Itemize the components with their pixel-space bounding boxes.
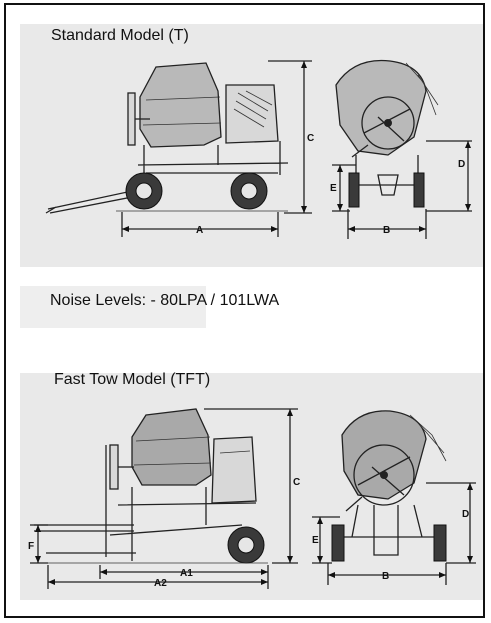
noise-scan <box>20 286 206 328</box>
dim-label-b: B <box>383 225 390 236</box>
fast-tow-engine-box <box>211 436 257 504</box>
dim-label-e: E <box>330 183 337 194</box>
dim-label-d: D <box>458 159 465 170</box>
dim-label-a2: A2 <box>154 578 167 589</box>
standard-end-left-wheel <box>348 172 360 208</box>
standard-side-view <box>45 60 312 237</box>
fast-tow-end-wheel-guard <box>353 444 415 506</box>
fast-tow-drum <box>131 408 212 486</box>
dim-label-a: A <box>196 225 203 236</box>
fast-tow-end-left-wheel <box>331 524 345 562</box>
standard-end-right-wheel <box>413 172 425 208</box>
dim-label-d-fast-tow: D <box>462 509 469 520</box>
dim-label-c: C <box>307 133 314 144</box>
spec-sheet: A C B D E C F A1 A2 B D E Standard Model… <box>4 3 485 618</box>
standard-model-title: Standard Model (T) <box>51 27 189 44</box>
dim-label-c-fast-tow: C <box>293 477 300 488</box>
standard-engine-box <box>225 84 279 144</box>
standard-handwheel <box>127 92 136 146</box>
dimension-drawings: A C B D E C F A1 A2 B D E <box>28 59 476 589</box>
fast-tow-side-view <box>30 408 298 589</box>
dim-label-a1: A1 <box>180 568 193 579</box>
standard-end-wheel-guard <box>361 96 415 150</box>
dim-label-b-fast-tow: B <box>382 571 389 582</box>
standard-drum <box>139 62 222 148</box>
fast-tow-handwheel <box>109 444 119 490</box>
dim-label-f: F <box>28 541 34 552</box>
fast-tow-end-view <box>312 410 476 585</box>
standard-end-view <box>332 59 472 239</box>
dim-label-e-fast-tow: E <box>312 535 319 546</box>
fast-tow-model-title: Fast Tow Model (TFT) <box>54 371 211 388</box>
fast-tow-end-right-wheel <box>433 524 447 562</box>
noise-levels-text: Noise Levels: - 80LPA / 101LWA <box>50 292 280 309</box>
